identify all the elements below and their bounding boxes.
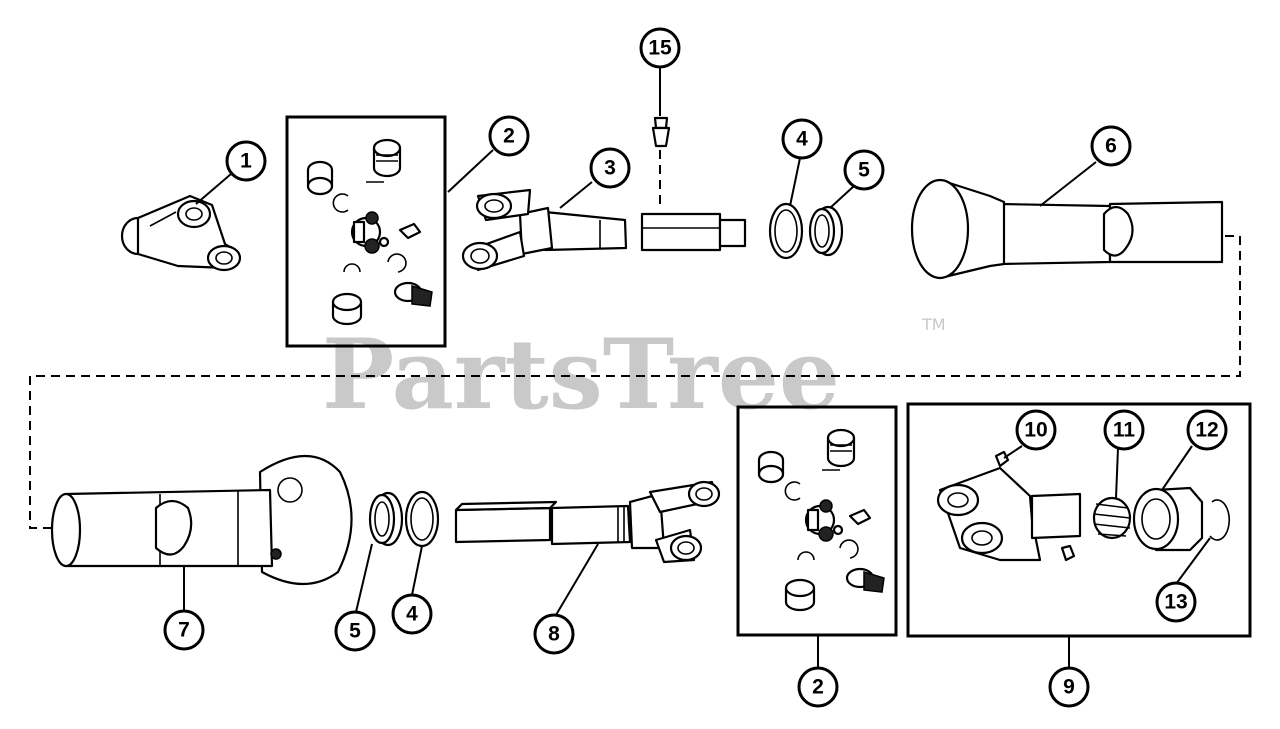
part-5-bearing-ring-upper[interactable] [808, 205, 844, 257]
part-13-snap-ring[interactable] [1209, 499, 1231, 541]
callout-15[interactable]: 15 [639, 27, 681, 69]
part-9-yoke-assembly[interactable] [936, 466, 1082, 562]
svg-text:12: 12 [1195, 419, 1218, 442]
callout-2-lower[interactable]: 2 [797, 666, 839, 708]
part-4-snap-ring-lower[interactable] [404, 490, 440, 548]
part-3-yoke-shaft[interactable] [461, 188, 628, 272]
svg-text:3: 3 [604, 157, 616, 180]
svg-text:2: 2 [503, 125, 515, 148]
part-4-snap-ring-upper[interactable] [768, 202, 804, 260]
part-8-yoke-square-shaft[interactable] [454, 480, 721, 564]
part-12-collar[interactable] [1132, 486, 1204, 552]
part-2-ujoint-kit-lower[interactable] [757, 428, 885, 612]
svg-text:15: 15 [648, 37, 672, 60]
svg-text:5: 5 [349, 620, 361, 643]
svg-text:4: 4 [406, 603, 418, 626]
svg-text:1: 1 [240, 150, 252, 173]
callout-11[interactable]: 11 [1103, 409, 1145, 451]
callout-3[interactable]: 3 [589, 147, 631, 189]
part-1-yoke[interactable] [120, 194, 242, 272]
svg-text:6: 6 [1105, 135, 1117, 158]
watermark-trademark: TM [921, 315, 946, 334]
part-10-pin[interactable] [994, 450, 1076, 562]
callout-4-upper[interactable]: 4 [781, 118, 823, 160]
watermark-text: PartsTree [322, 318, 840, 431]
callout-5-upper[interactable]: 5 [843, 149, 885, 191]
part-2-kit-box-upper [285, 115, 447, 348]
callout-6[interactable]: 6 [1090, 125, 1132, 167]
part-9-assembly-box [906, 402, 1252, 638]
callout-12[interactable]: 12 [1186, 409, 1228, 451]
leader-lines [183, 67, 1211, 668]
callout-13[interactable]: 13 [1155, 581, 1197, 623]
svg-text:4: 4 [796, 128, 808, 151]
part-6-shield-tube-upper[interactable] [910, 178, 1224, 280]
svg-text:11: 11 [1113, 419, 1136, 442]
callout-7[interactable]: 7 [163, 609, 205, 651]
part-11-spring[interactable] [1092, 496, 1132, 540]
svg-text:8: 8 [548, 623, 560, 646]
svg-text:10: 10 [1024, 419, 1047, 442]
part-2-kit-box-lower [736, 405, 898, 637]
part-5-bearing-ring-lower[interactable] [368, 491, 404, 547]
callout-9[interactable]: 9 [1048, 666, 1090, 708]
svg-text:13: 13 [1164, 591, 1187, 614]
callout-4-lower[interactable]: 4 [391, 593, 433, 635]
tube-section-upper[interactable] [640, 212, 747, 252]
svg-text:7: 7 [178, 619, 190, 642]
svg-text:5: 5 [858, 159, 870, 182]
callout-2-upper[interactable]: 2 [488, 115, 530, 157]
callout-1[interactable]: 1 [225, 140, 267, 182]
part-2-ujoint-kit-upper[interactable] [306, 138, 433, 326]
part-15-grease-fitting[interactable] [651, 116, 671, 148]
svg-text:2: 2 [812, 676, 824, 699]
callout-5-lower[interactable]: 5 [334, 610, 376, 652]
callout-8[interactable]: 8 [533, 613, 575, 655]
callout-10[interactable]: 10 [1015, 409, 1057, 451]
svg-text:9: 9 [1063, 676, 1075, 699]
connection-dashed-line [29, 235, 1241, 529]
part-7-shield-tube-lower[interactable] [50, 454, 353, 586]
